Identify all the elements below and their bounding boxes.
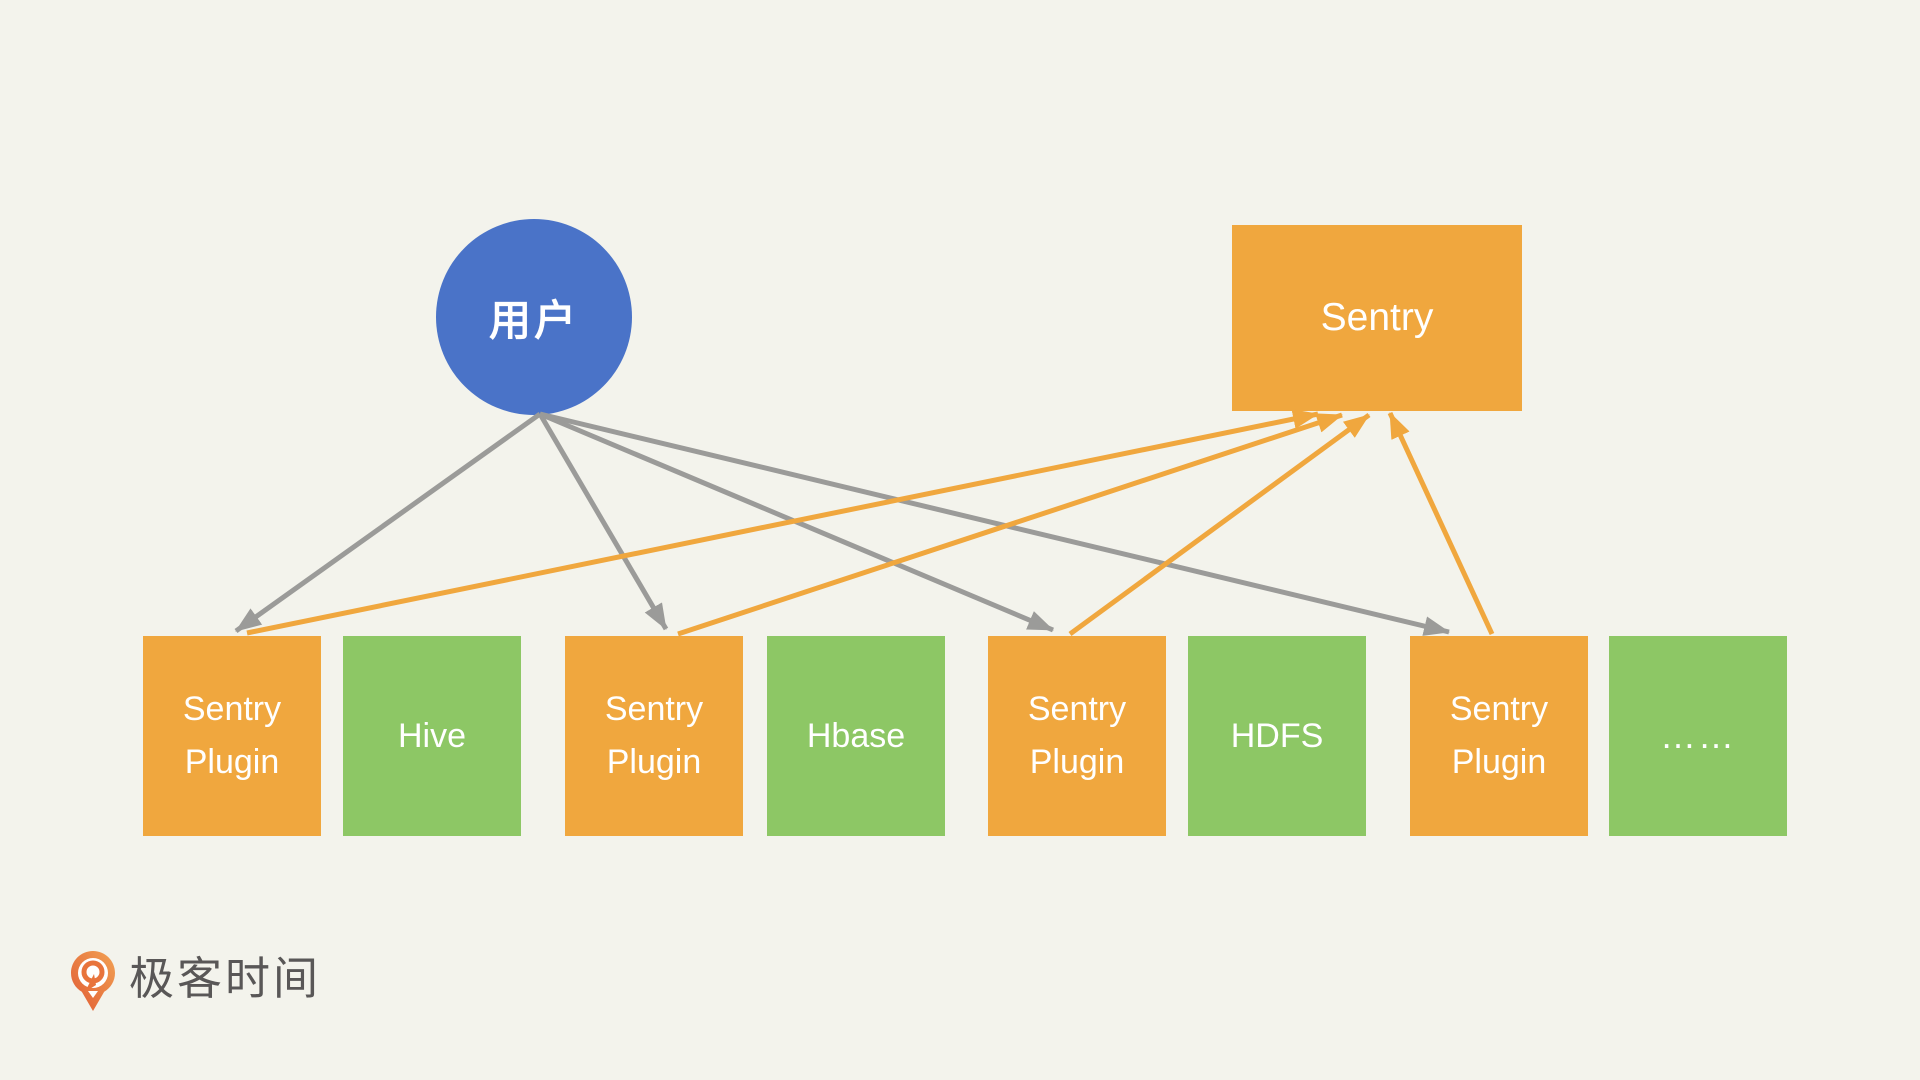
node-label: Hbase [806,716,906,755]
edge-user-to-plugin-hive [234,411,542,634]
node-sentry-plugin-hdfs: Sentry Plugin [988,636,1166,836]
edge-plugin-other-to-sentry [1387,411,1495,636]
sentry-node: Sentry [1232,225,1522,411]
edge-user-to-plugin-other [539,411,1450,636]
user-node-label: 用户 [488,296,579,344]
edge-plugin-hive-to-sentry [246,409,1319,636]
node-sentry-plugin-hbase: Sentry Plugin [565,636,743,836]
geektime-pin-icon [71,951,115,1011]
edge-user-to-plugin-hbase [537,412,669,631]
node-hbase: Hbase [767,636,945,836]
node-label: HDFS [1230,716,1324,755]
node-label: Sentry Plugin [1449,690,1549,781]
geektime-logo: 极客时间 [70,950,321,1012]
node-label: Sentry Plugin [1027,690,1127,781]
geektime-logo-text: 极客时间 [129,952,322,1004]
node-hdfs: HDFS [1188,636,1366,836]
edge-plugin-hbase-to-sentry [677,412,1343,637]
node-sentry-plugin-other: Sentry Plugin [1410,636,1588,836]
node-label: …… [1660,715,1736,757]
node-sentry-plugin-hive: Sentry Plugin [143,636,321,836]
node-ellipsis: …… [1609,636,1787,836]
node-label: Hive [397,716,467,755]
node-hive: Hive [343,636,521,836]
edge-plugin-hdfs-to-sentry [1068,412,1371,637]
sentry-node-label: Sentry [1320,296,1434,339]
user-node: 用户 [436,219,632,415]
node-label: Sentry Plugin [182,690,282,781]
node-label: Sentry Plugin [604,690,704,781]
edge-user-to-plugin-hdfs [539,411,1054,633]
